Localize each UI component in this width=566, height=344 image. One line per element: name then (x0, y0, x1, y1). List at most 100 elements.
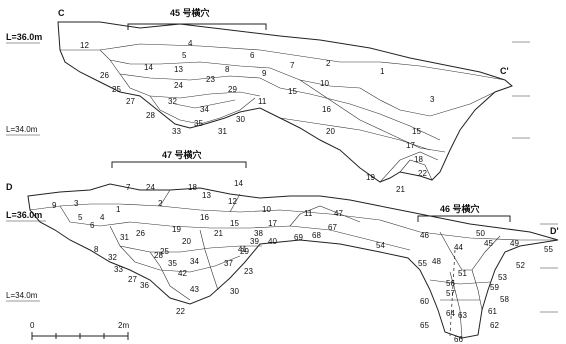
layer-line (471, 269, 483, 311)
section-start-c: C (58, 8, 65, 18)
layer-label: 41 (238, 245, 247, 254)
layer-line (59, 205, 411, 251)
layer-label: 53 (498, 273, 507, 282)
layer-label: 8 (225, 65, 230, 74)
layer-label: 24 (174, 81, 183, 90)
layer-label: 28 (154, 251, 163, 260)
layer-label: 35 (168, 259, 177, 268)
layer-label: 26 (136, 229, 145, 238)
layer-label: 23 (206, 75, 215, 84)
layer-label: 1 (380, 67, 385, 76)
layer-label: 11 (304, 209, 313, 218)
layer-label: 5 (78, 213, 83, 222)
lower-section: 47 号横穴 46 号横穴 D D' L=36.0m L=34.0m 1 2 3 (6, 149, 559, 344)
layer-label: 58 (500, 295, 509, 304)
layer-label: 30 (230, 287, 239, 296)
layer-label: 23 (244, 267, 253, 276)
layer-label: 57 (446, 289, 455, 298)
layer-label: 32 (108, 253, 117, 262)
layer-label: 14 (234, 179, 243, 188)
layer-line (399, 159, 433, 181)
layer-label: 6 (250, 51, 255, 60)
layer-label: 48 (432, 257, 441, 266)
layer-label: 10 (262, 205, 271, 214)
layer-label: 9 (262, 69, 267, 78)
layer-label: 64 (446, 309, 455, 318)
layer-line (99, 49, 361, 89)
layer-label: 51 (458, 269, 467, 278)
layer-label: 16 (200, 213, 209, 222)
layer-label: 20 (182, 237, 191, 246)
layer-label: 63 (458, 311, 467, 320)
layer-label: 66 (454, 335, 463, 344)
layer-line (60, 43, 506, 81)
lower-outline (27, 183, 559, 339)
layer-label: 42 (178, 269, 187, 278)
level-low-upper: L=34.0m (6, 125, 38, 134)
section-end-c: C' (500, 66, 509, 76)
layer-label: 7 (126, 183, 131, 192)
layer-line (279, 117, 431, 151)
layer-label: 27 (126, 97, 135, 106)
level-high-upper: L=36.0m (6, 32, 42, 42)
tunnel-label-45: 45 号横穴 (170, 7, 210, 18)
layer-label: 10 (320, 79, 329, 88)
layer-label: 50 (476, 229, 485, 238)
tunnel-bracket-47 (111, 161, 247, 168)
scale-zero: 0 (30, 321, 35, 330)
level-high-lower: L=36.0m (6, 210, 42, 220)
layer-line (229, 193, 241, 213)
layer-label: 2 (158, 199, 163, 208)
layer-line (289, 205, 361, 227)
layer-label: 55 (418, 259, 427, 268)
scale-two-m: 2m (118, 321, 129, 330)
layer-label: 12 (80, 41, 89, 50)
layer-label: 20 (326, 127, 335, 136)
layer-line (119, 73, 261, 99)
layer-label: 7 (290, 61, 295, 70)
layer-label: 47 (334, 209, 343, 218)
layer-label: 32 (168, 97, 177, 106)
layer-label: 14 (144, 63, 153, 72)
layer-label: 26 (100, 71, 109, 80)
layer-line (199, 229, 219, 291)
layer-label: 40 (268, 237, 277, 246)
layer-label: 37 (224, 259, 233, 268)
layer-line (429, 279, 491, 285)
tunnel-label-47: 47 号横穴 (162, 149, 202, 160)
layer-label: 29 (240, 247, 249, 256)
layer-label: 54 (376, 241, 385, 250)
layer-line (439, 231, 501, 271)
section-end-d: D' (550, 226, 559, 236)
layer-label: 30 (236, 115, 245, 124)
layer-label: 15 (412, 127, 421, 136)
layer-label: 44 (454, 243, 463, 252)
layer-label: 25 (112, 85, 121, 94)
layer-label: 17 (406, 141, 415, 150)
layer-label: 3 (430, 95, 435, 104)
layer-label: 33 (114, 265, 123, 274)
layer-label: 25 (160, 247, 169, 256)
layer-label: 18 (188, 183, 197, 192)
layer-label: 27 (128, 275, 137, 284)
tunnel-label-46: 46 号横穴 (440, 203, 480, 214)
layer-label: 45 (484, 239, 493, 248)
layer-label: 21 (396, 185, 405, 194)
layer-line (174, 99, 236, 109)
tunnel-bracket-46 (417, 215, 511, 222)
layer-label: 3 (74, 199, 79, 208)
layer-label: 35 (194, 119, 203, 128)
tunnel-bracket-45 (127, 23, 267, 30)
layer-label: 21 (214, 229, 223, 238)
layer-label: 11 (258, 97, 267, 106)
layer-label: 22 (418, 169, 427, 178)
layer-label: 29 (228, 85, 237, 94)
layer-label: 12 (228, 197, 237, 206)
section-start-d: D (6, 182, 13, 192)
layer-label: 68 (312, 231, 321, 240)
layer-label: 62 (490, 321, 499, 330)
layer-label: 61 (488, 307, 497, 316)
layer-label: 2 (326, 59, 331, 68)
layer-label: 18 (414, 155, 423, 164)
